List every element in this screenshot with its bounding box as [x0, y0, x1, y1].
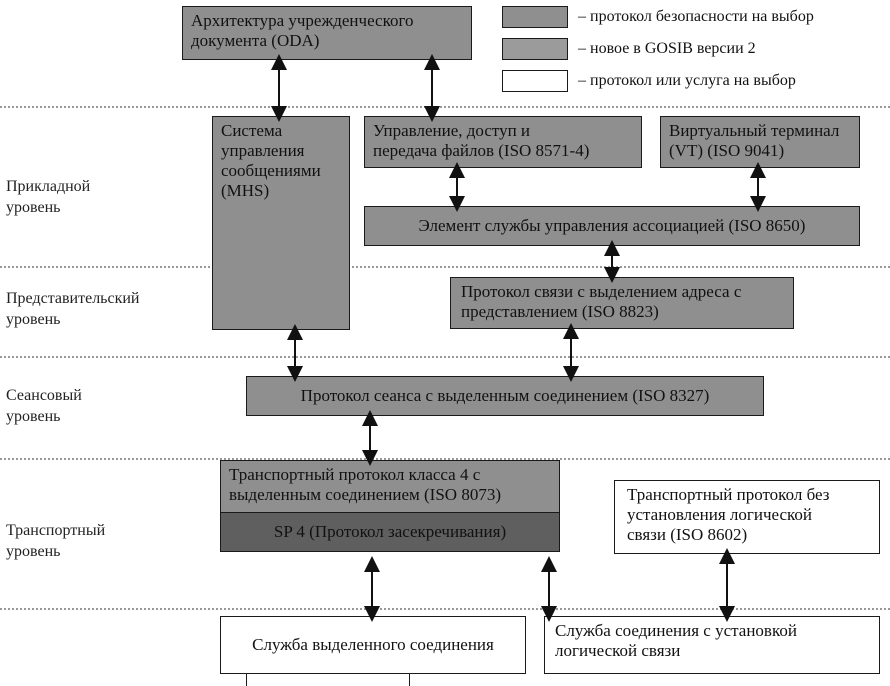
- connectionless-service-box: Служба соединения с установкой логическо…: [544, 616, 880, 674]
- transport-class4-box: Транспортный протокол класса 4 с выделен…: [220, 460, 560, 512]
- level-label-transport: Транспортный уровень: [6, 522, 106, 560]
- legend-text-new: – новое в GOSIB версии 2: [578, 40, 756, 57]
- separator-top: [0, 106, 890, 108]
- separator-bottom: [0, 608, 890, 610]
- level-label-application: Прикладной уровень: [6, 178, 91, 216]
- mhs-box: Система управления сообщениями (MHS): [212, 116, 350, 330]
- legend-text-optional: – протокол или услуга на выбор: [578, 72, 796, 89]
- separator-presentation-session: [0, 356, 890, 358]
- ftam-box: Управление, доступ и передача файлов (IS…: [364, 116, 642, 168]
- legend-swatch-new: [502, 38, 568, 60]
- oda-box: Архитектура учрежденческого документа (O…: [182, 6, 472, 60]
- session-protocol-box: Протокол сеанса с выделенным соединением…: [246, 376, 764, 416]
- legend-swatch-optional: [502, 70, 568, 92]
- level-label-session: Сеансовый уровень: [6, 387, 82, 425]
- acse-box: Элемент службы управления ассоциацией (I…: [364, 206, 860, 246]
- presentation-protocol-box: Протокол связи с выделением адреса с пре…: [450, 277, 794, 329]
- separator-application-presentation: [0, 266, 890, 268]
- connection-service-box: Служба выделенного соединения: [220, 616, 526, 674]
- sp4-box: SP 4 (Протокол засекречивания): [220, 512, 560, 552]
- vt-box: Виртуальный терминал (VT) (ISO 9041): [660, 116, 860, 168]
- legend-text-security: – протокол безопасности на выбор: [578, 8, 814, 25]
- separator-session-transport: [0, 458, 890, 460]
- bottom-box-fragment: [246, 674, 410, 686]
- level-label-presentation: Представительский уровень: [6, 290, 140, 328]
- legend-swatch-security: [502, 6, 568, 28]
- transport-connectionless-box: Транспортный протокол без установления л…: [614, 480, 880, 554]
